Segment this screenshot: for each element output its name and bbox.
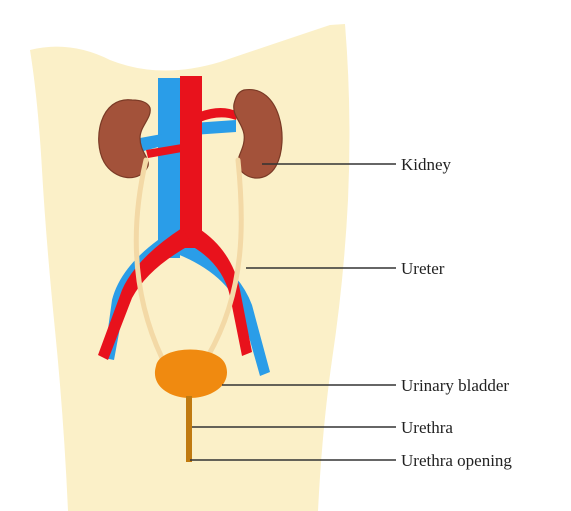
urethra-opening-label: Urethra opening [401, 451, 512, 470]
vena-cava [158, 78, 180, 258]
urethra [186, 396, 192, 462]
kidney-label: Kidney [401, 155, 452, 174]
aorta [180, 76, 202, 248]
ureter-label: Ureter [401, 259, 445, 278]
urinary-bladder-label: Urinary bladder [401, 376, 509, 395]
urethra-label: Urethra [401, 418, 453, 437]
